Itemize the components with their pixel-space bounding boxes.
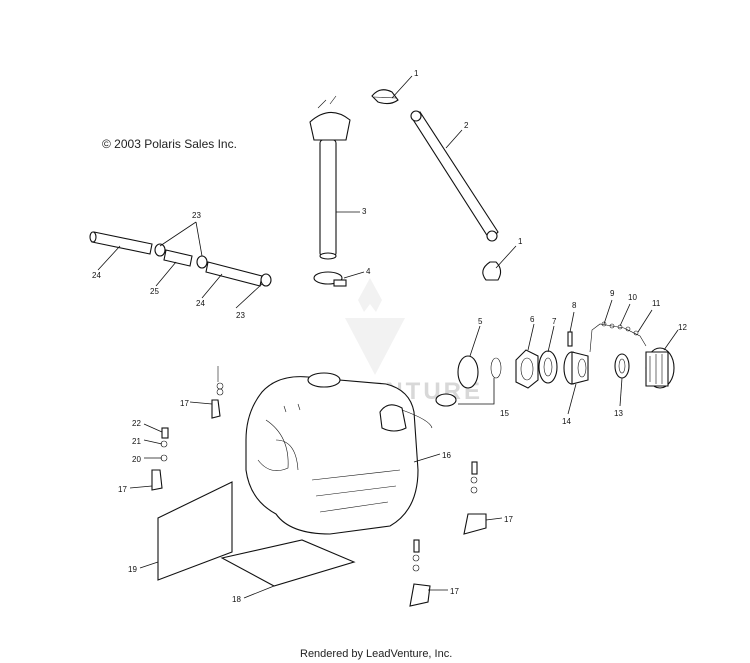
leader-1a [391, 75, 413, 99]
callout-8: 8 [572, 301, 577, 310]
part-tether-chain [589, 321, 647, 353]
leader-17c [485, 517, 503, 521]
callout-5: 5 [478, 317, 483, 326]
leader-1b [495, 245, 517, 269]
callout-24a: 24 [92, 271, 101, 280]
footer-credit: Rendered by LeadVenture, Inc. [300, 648, 453, 660]
callout-10: 10 [628, 293, 637, 302]
leader-9 [603, 299, 613, 325]
callout-17b: 17 [118, 485, 127, 494]
part-pad-bottom [220, 539, 356, 587]
part-bracket-c [463, 461, 487, 535]
part-nut [515, 349, 539, 389]
part-strap [410, 110, 499, 242]
part-bracket-d [409, 539, 431, 607]
callout-6: 6 [530, 315, 535, 324]
leader-16 [413, 453, 441, 463]
part-o-ring [614, 353, 630, 379]
callout-15: 15 [500, 409, 509, 418]
callout-21: 21 [132, 437, 141, 446]
leader-21 [143, 439, 163, 445]
part-fuel-cap [645, 347, 675, 389]
leader-17a [189, 401, 213, 405]
leader-22 [143, 423, 163, 433]
callout-17d: 17 [450, 587, 459, 596]
callout-18: 18 [232, 595, 241, 604]
leader-13 [619, 377, 623, 407]
leader-23a [159, 221, 203, 257]
watermark-logo [345, 278, 405, 375]
leader-17b [129, 485, 153, 489]
callout-7: 7 [552, 317, 557, 326]
callout-25: 25 [150, 287, 159, 296]
callout-3: 3 [362, 207, 367, 216]
part-vent-hose-assembly [89, 231, 272, 287]
callout-1a: 1 [414, 69, 419, 78]
leader-24b [201, 273, 223, 299]
leader-10 [619, 303, 631, 327]
callout-14: 14 [562, 417, 571, 426]
leader-14 [567, 383, 577, 415]
part-pad-side [157, 481, 233, 581]
part-clip-top [371, 89, 399, 105]
part-filler-neck [563, 351, 589, 385]
leader-2 [445, 129, 463, 149]
callout-12: 12 [678, 323, 687, 332]
part-gasket-ring [435, 355, 502, 407]
callout-19: 19 [128, 565, 137, 574]
callout-16: 16 [442, 451, 451, 460]
leader-18 [243, 585, 275, 599]
callout-17c: 17 [504, 515, 513, 524]
callout-2: 2 [464, 121, 469, 130]
callout-23a: 23 [192, 211, 201, 220]
leader-19 [139, 561, 159, 569]
leader-12 [663, 329, 679, 351]
leader-23b [235, 283, 263, 309]
leader-4 [343, 271, 365, 279]
leader-7 [547, 325, 555, 353]
part-clip-bottom [482, 261, 502, 281]
callout-1b: 1 [518, 237, 523, 246]
callout-22: 22 [132, 419, 141, 428]
callout-4: 4 [366, 267, 371, 276]
callout-labels: 1 2 3 4 1 23 23 24 24 25 5 6 7 8 9 10 11… [92, 69, 687, 604]
callout-13: 13 [614, 409, 623, 418]
leader-6 [527, 323, 535, 351]
callout-24b: 24 [196, 299, 205, 308]
part-screw [567, 331, 573, 347]
leader-24a [97, 245, 121, 271]
part-washer [538, 350, 558, 384]
part-hose-clamp [313, 271, 347, 287]
leader-15 [458, 378, 495, 405]
leader-5 [469, 325, 481, 357]
callout-11: 11 [652, 299, 661, 308]
part-bracket-a [211, 366, 224, 419]
part-bracket-b [151, 427, 169, 491]
callout-17a: 17 [180, 399, 189, 408]
part-pickup-tube [309, 95, 351, 260]
leader-8 [569, 311, 575, 333]
callout-20: 20 [132, 455, 141, 464]
tank-neck-connector [401, 409, 433, 429]
callout-9: 9 [610, 289, 615, 298]
leader-25 [155, 261, 177, 287]
leader-11 [637, 309, 653, 333]
part-fuel-tank [245, 372, 419, 535]
copyright-notice: © 2003 Polaris Sales Inc. [102, 137, 237, 151]
callout-23b: 23 [236, 311, 245, 320]
